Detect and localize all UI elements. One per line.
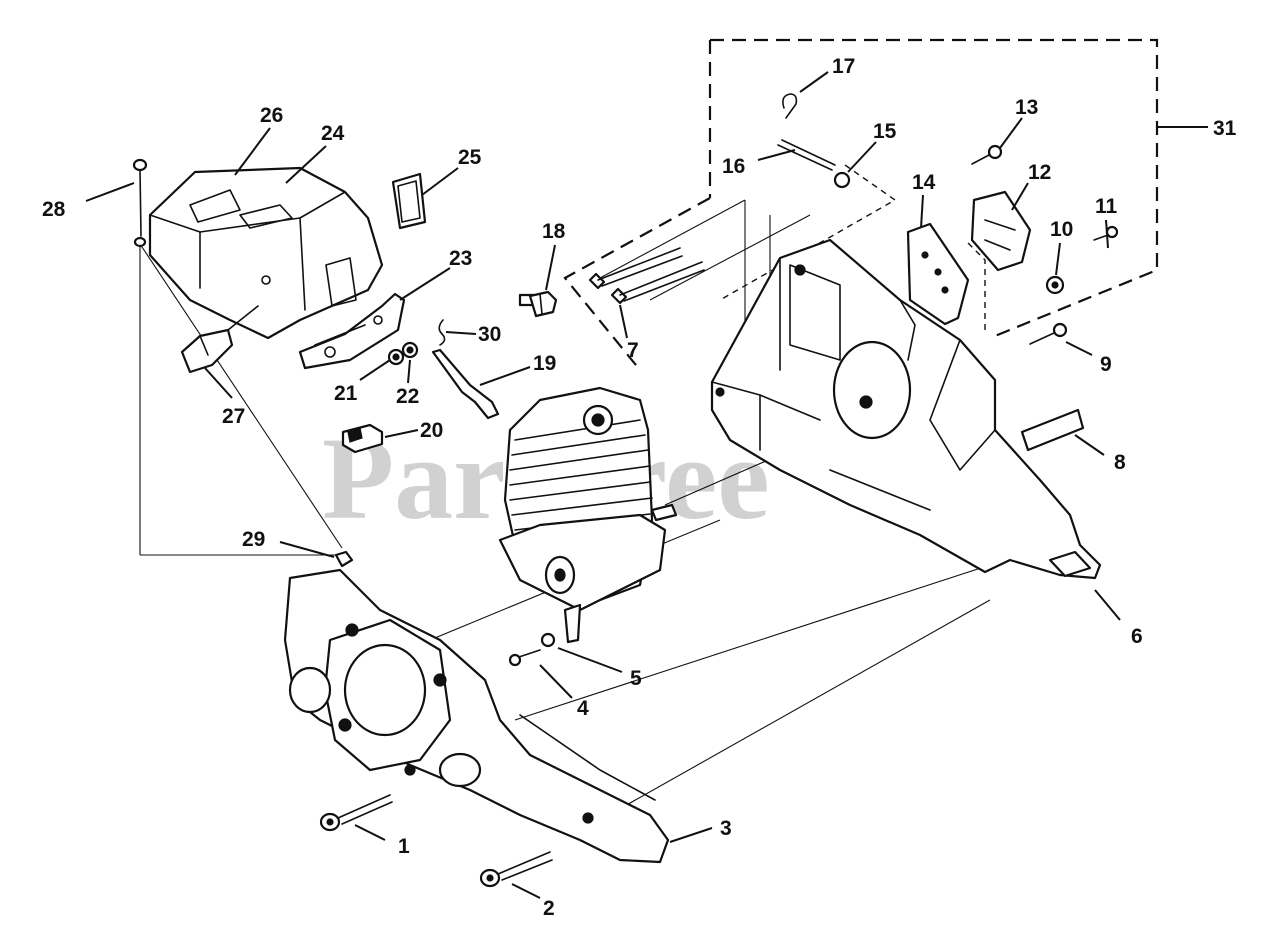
subassembly-boundary	[563, 38, 1159, 371]
nut	[1045, 275, 1065, 295]
callout-5: 5	[630, 667, 642, 690]
callout-4: 4	[577, 697, 589, 720]
callout-23: 23	[449, 247, 472, 270]
ignition-switch	[341, 423, 384, 454]
callout-1: 1	[398, 835, 410, 858]
callout-18: 18	[542, 220, 566, 243]
nut	[833, 171, 851, 189]
callout-10: 10	[1050, 218, 1073, 241]
throttle-rod	[431, 348, 500, 420]
callout-8: 8	[1114, 451, 1126, 474]
screw	[1093, 225, 1119, 241]
callout-7: 7	[627, 339, 639, 362]
callout-13: 13	[1015, 96, 1038, 119]
latch	[180, 305, 259, 374]
nut	[387, 348, 405, 366]
bolt	[610, 261, 705, 305]
callout-25: 25	[458, 146, 482, 169]
washer	[401, 341, 419, 359]
callout-24: 24	[321, 122, 345, 145]
callout-17: 17	[832, 55, 855, 78]
crankcase-left	[283, 568, 670, 864]
screw	[1029, 322, 1068, 345]
callout-15: 15	[873, 120, 897, 143]
callout-26: 26	[260, 104, 283, 127]
callout-14: 14	[912, 171, 936, 194]
nut	[334, 550, 354, 568]
callout-2: 2	[543, 897, 555, 920]
spring	[438, 319, 446, 346]
callout-9: 9	[1100, 353, 1112, 376]
screw	[132, 158, 148, 248]
air-filter-cover	[148, 166, 384, 340]
callout-30: 30	[478, 323, 501, 346]
callout-29: 29	[242, 528, 265, 551]
callout-21: 21	[334, 382, 358, 405]
cylinder	[498, 386, 678, 644]
bar-plate	[906, 222, 970, 326]
callout-22: 22	[396, 385, 419, 408]
clip	[782, 93, 798, 119]
leader-lines	[85, 71, 1208, 899]
callout-20: 20	[420, 419, 443, 442]
callout-12: 12	[1028, 161, 1051, 184]
callout-11: 11	[1095, 195, 1118, 218]
adjuster-screw	[777, 139, 836, 171]
decal	[1020, 408, 1085, 452]
callout-labels: 1 2 3 4 5 6 7 8 9 10 11 12 13 14 15 16 1…	[42, 55, 1237, 920]
bolt	[588, 247, 683, 290]
crankcase-right	[710, 238, 1102, 580]
gasket	[391, 172, 427, 230]
callout-16: 16	[722, 155, 745, 178]
callout-6: 6	[1131, 625, 1143, 648]
screw	[508, 649, 541, 667]
callout-27: 27	[222, 405, 245, 428]
washer	[540, 632, 556, 648]
filter-bracket	[298, 292, 406, 370]
spark-plug	[518, 290, 558, 318]
side-plate	[970, 190, 1032, 272]
screw	[319, 794, 393, 832]
callout-19: 19	[533, 352, 556, 375]
screw	[479, 851, 553, 888]
assembly-guide-lines	[139, 199, 991, 821]
screw	[971, 144, 1003, 165]
callout-3: 3	[720, 817, 732, 840]
callout-31: 31	[1213, 117, 1237, 140]
callout-28: 28	[42, 198, 66, 221]
